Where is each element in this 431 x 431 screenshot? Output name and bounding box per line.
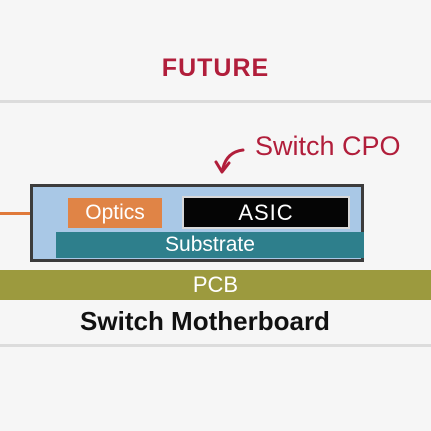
motherboard-label: Switch Motherboard xyxy=(80,306,330,336)
top-divider xyxy=(0,100,431,103)
pcb-layer: PCB xyxy=(0,270,431,300)
switch-cpo-label: Switch CPO xyxy=(255,131,401,161)
optics-block: Optics xyxy=(68,198,162,228)
substrate-block: Substrate xyxy=(56,232,364,258)
asic-block: ASIC xyxy=(182,196,350,229)
bottom-divider xyxy=(0,344,431,347)
curved-arrow-icon xyxy=(214,148,245,174)
diagram-title: FUTURE xyxy=(161,54,270,82)
